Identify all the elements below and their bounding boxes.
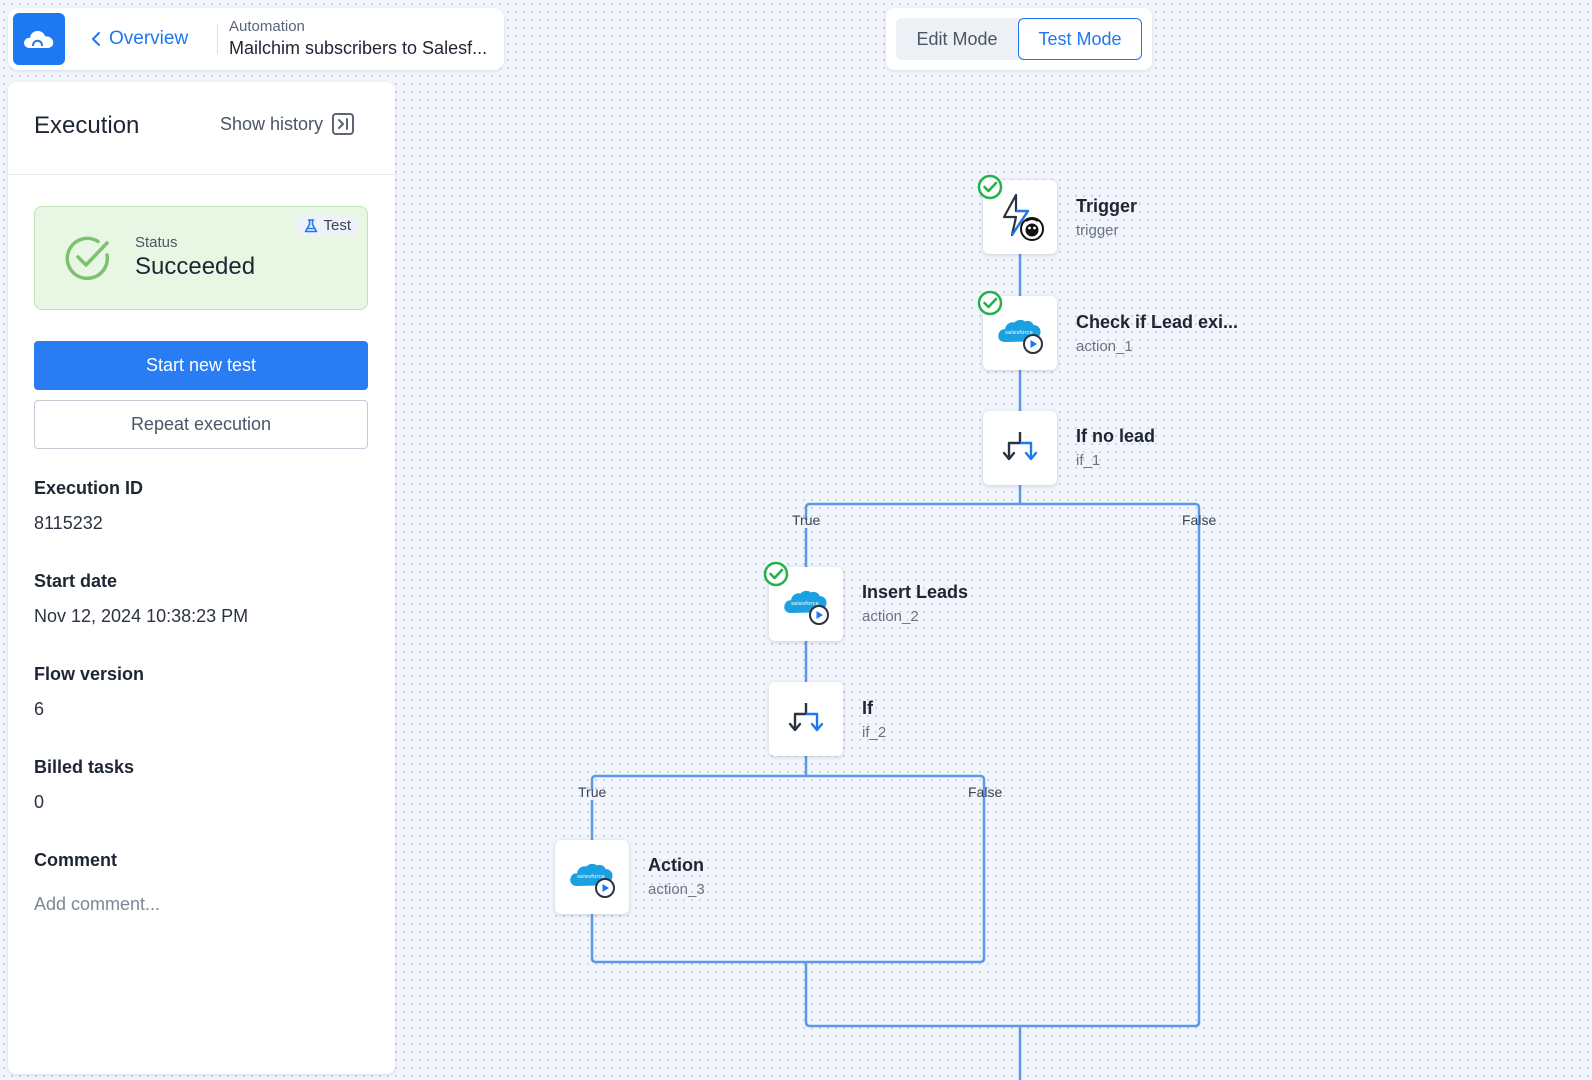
test-mode-button[interactable]: Test Mode	[1018, 18, 1142, 60]
if1-true-label: True	[792, 512, 821, 528]
field-value: 6	[34, 699, 45, 719]
back-link-label: Overview	[109, 28, 189, 49]
panel-header: Execution Show history	[8, 82, 395, 175]
header-divider	[217, 24, 218, 54]
comment-field: Comment	[34, 850, 117, 871]
flow-node-action-1[interactable]: salesforce	[977, 290, 1057, 370]
if2-false-label: False	[968, 784, 1003, 800]
test-badge-label: Test	[323, 217, 351, 234]
comment-label: Comment	[34, 850, 118, 870]
node-title: Trigger	[1076, 196, 1138, 216]
chevron-left-icon	[92, 32, 100, 46]
success-check-icon	[977, 174, 1003, 200]
comment-input[interactable]	[34, 890, 368, 918]
node-id: if_1	[1076, 452, 1101, 469]
node-id: action_1	[1076, 338, 1133, 355]
field-label: Execution ID	[34, 478, 144, 498]
flow-node-if-2[interactable]	[769, 682, 843, 756]
salesforce-icon: salesforce	[570, 863, 615, 898]
flask-icon	[305, 218, 318, 232]
node-title: If	[862, 698, 873, 718]
node-title: Check if Lead exi...	[1076, 312, 1239, 332]
field-label: Flow version	[34, 664, 145, 684]
start-new-test-button[interactable]: Start new test	[34, 341, 368, 390]
status-label: Status	[135, 234, 178, 251]
node-id: trigger	[1076, 222, 1119, 239]
field-value: Nov 12, 2024 10:38:23 PM	[34, 606, 249, 626]
flow-version-field: Flow version 6	[34, 664, 144, 720]
salesforce-icon: salesforce	[998, 319, 1043, 354]
node-title: If no lead	[1076, 426, 1156, 446]
edit-mode-button[interactable]: Edit Mode	[896, 18, 1018, 60]
node-title: Insert Leads	[862, 582, 969, 602]
mode-toggle: Edit Mode Test Mode	[886, 8, 1152, 70]
execution-id-field: Execution ID 8115232	[34, 478, 143, 534]
success-check-icon	[763, 561, 789, 587]
status-value: Succeeded	[135, 253, 256, 280]
mode-toggle-track: Edit Mode Test Mode	[896, 18, 1142, 60]
trigger-icon	[1002, 193, 1044, 241]
start-date-field: Start date Nov 12, 2024 10:38:23 PM	[34, 571, 248, 627]
repeat-execution-button[interactable]: Repeat execution	[34, 400, 368, 449]
success-check-icon	[65, 236, 110, 281]
header-subtitle: Automation	[229, 18, 305, 35]
flow-node-action-2[interactable]: salesforce	[763, 561, 843, 641]
node-id: action_3	[648, 881, 705, 898]
back-to-overview-link[interactable]: Overview	[91, 8, 188, 70]
header-titles: Automation Mailchim subscribers to Sales…	[229, 18, 487, 59]
billed-tasks-field: Billed tasks 0	[34, 757, 134, 813]
cloud-logo-icon	[24, 30, 54, 48]
if2-true-label: True	[578, 784, 607, 800]
svg-text:salesforce: salesforce	[1005, 330, 1033, 336]
automation-title: Mailchim subscribers to Salesf...	[229, 38, 488, 58]
app-logo[interactable]	[13, 13, 65, 65]
status-box: Status Succeeded Test	[34, 206, 368, 310]
branch-icon	[1002, 432, 1038, 461]
node-title: Action	[648, 855, 704, 875]
header-card: Overview Automation Mailchim subscribers…	[8, 8, 504, 70]
execution-panel: Execution Show history Status Succeeded …	[8, 82, 395, 1074]
node-id: if_2	[862, 724, 887, 741]
field-value: 0	[34, 792, 45, 812]
flow-node-if-1[interactable]	[983, 411, 1057, 485]
show-history-button[interactable]: Show history	[220, 112, 355, 136]
svg-text:salesforce: salesforce	[791, 601, 819, 607]
field-value: 8115232	[34, 513, 103, 533]
flow-node-action-3[interactable]: salesforce	[555, 840, 629, 914]
svg-text:salesforce: salesforce	[577, 874, 605, 880]
field-label: Start date	[34, 571, 118, 591]
panel-expand-icon	[332, 113, 355, 135]
field-label: Billed tasks	[34, 757, 135, 777]
success-check-icon	[977, 290, 1003, 316]
show-history-label: Show history	[220, 113, 324, 134]
salesforce-icon: salesforce	[784, 590, 829, 625]
branch-icon	[788, 703, 824, 732]
node-id: action_2	[862, 608, 919, 625]
panel-title: Execution	[34, 112, 140, 139]
flow-node-trigger[interactable]	[977, 174, 1057, 254]
test-badge: Test	[297, 215, 357, 236]
if1-false-label: False	[1182, 512, 1217, 528]
